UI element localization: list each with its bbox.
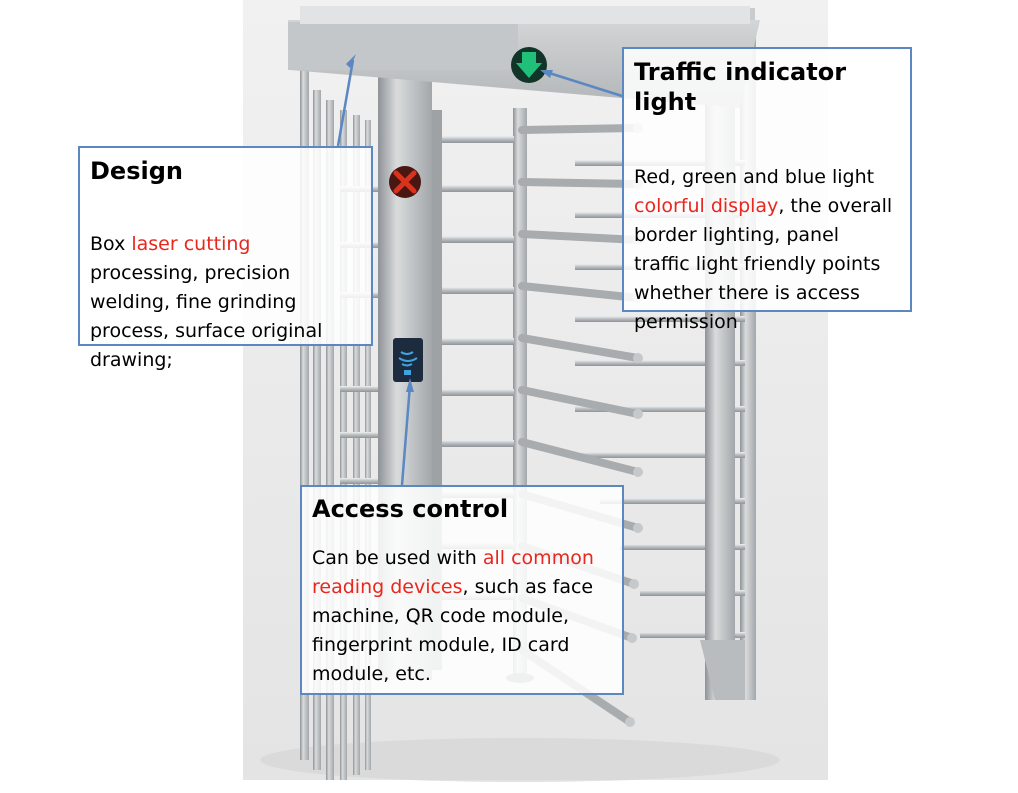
front-column-inner xyxy=(432,110,442,670)
top-housing-cap xyxy=(300,6,750,24)
callout-access-title: Access control xyxy=(312,495,509,523)
arrow-traffic xyxy=(545,70,623,98)
callout-traffic-title: Traffic indicator light xyxy=(634,58,847,116)
callout-traffic: Traffic indicator light Red, green and b… xyxy=(622,47,912,333)
callout-access-text: Can be used with all common reading devi… xyxy=(312,544,612,689)
green-arrow-down-signal-icon xyxy=(511,47,547,83)
top-housing-front xyxy=(288,22,518,70)
right-base-shoe xyxy=(700,640,745,700)
left-cage-bars xyxy=(300,70,371,780)
red-x-signal-icon xyxy=(389,166,421,198)
callout-arrows xyxy=(336,54,623,486)
callout-design-highlight: laser cutting xyxy=(131,233,251,255)
arrow-access xyxy=(400,384,412,486)
callout-design-text-prefix: Box xyxy=(90,233,132,255)
callout-design-title: Design xyxy=(90,157,183,185)
callout-access-text-suffix: , such as face machine, QR code module, … xyxy=(312,576,594,685)
callout-access-highlight: all common reading devices xyxy=(312,547,594,598)
callout-traffic-text: Red, green and blue light colorful displ… xyxy=(634,163,900,337)
arrow-design xyxy=(336,59,355,147)
callout-design-text-suffix: processing, precision welding, fine grin… xyxy=(90,262,323,371)
callout-access-text-prefix: Can be used with xyxy=(312,547,483,569)
callout-traffic-highlight: colorful display xyxy=(634,195,779,217)
callout-design-text: Box laser cutting processing, precision … xyxy=(90,230,361,375)
rfid-wave-icon xyxy=(393,338,423,382)
callout-access: Access control Can be used with all comm… xyxy=(300,485,624,695)
callout-design: Design Box laser cutting processing, pre… xyxy=(78,146,373,371)
callout-traffic-text-prefix: Red, green and blue light xyxy=(634,166,875,188)
floor-shadow xyxy=(260,738,780,782)
callout-traffic-text-suffix: , the overall border lighting, panel tra… xyxy=(634,195,893,333)
